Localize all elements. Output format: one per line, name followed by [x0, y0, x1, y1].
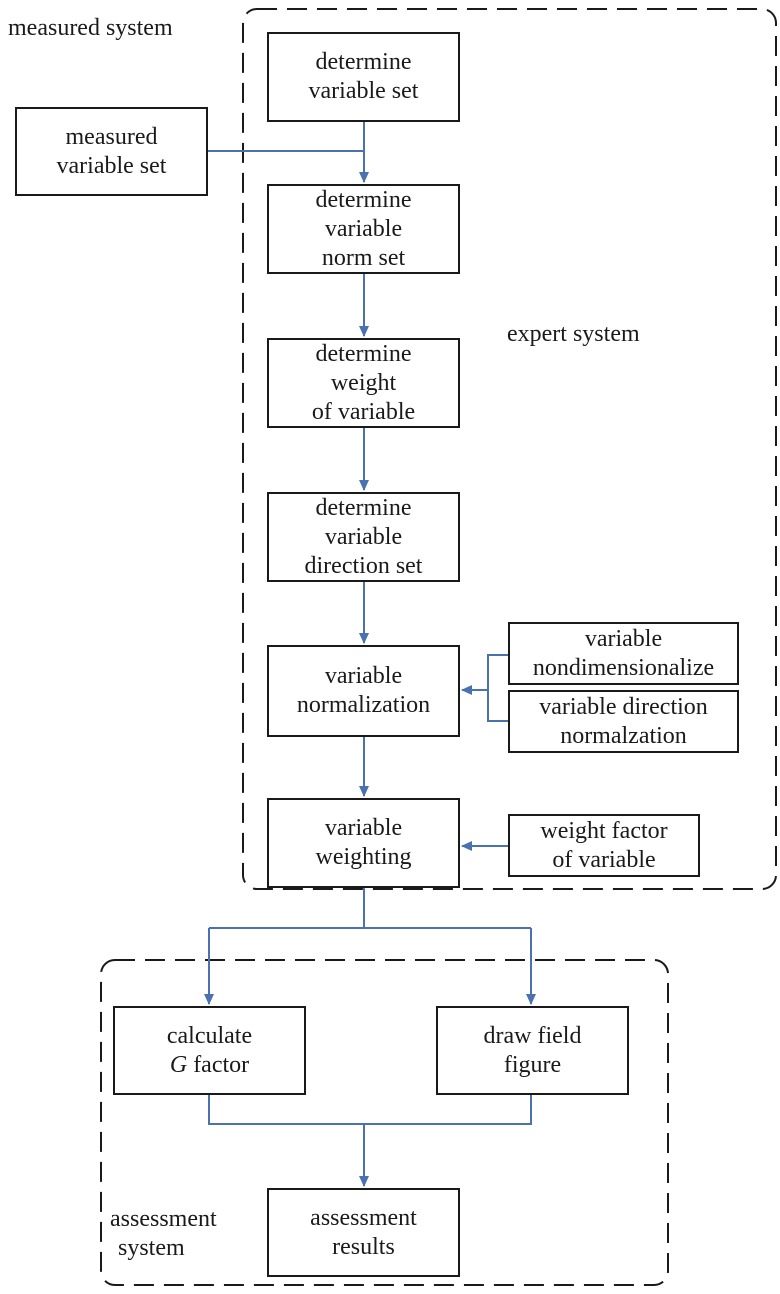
box-text-line: calculate	[166, 1022, 253, 1049]
box-text-line: nondimensionalize	[532, 654, 715, 681]
box-weight-factor-of-variable: weight factor of variable	[508, 814, 700, 877]
expert-system-group-border	[242, 8, 777, 890]
box-calculate-g-factor: calculate G factor	[113, 1006, 306, 1095]
box-variable-normalization: variable normalization	[267, 645, 460, 737]
box-text-line: variable	[584, 625, 663, 652]
box-determine-variable-norm-set: determine variable norm set	[267, 184, 460, 274]
box-text-line: variable	[324, 523, 403, 550]
group-label-assessment-line1: assessment	[110, 1206, 217, 1232]
box-text-line: weighting	[315, 844, 412, 870]
box-text-line: variable direction	[539, 693, 708, 720]
box-text-line: norm set	[321, 244, 406, 271]
box-variable-direction-normalzation: variable direction normalzation	[508, 690, 739, 753]
box-text-line: weight	[330, 369, 397, 396]
box-text-line: variable set	[308, 78, 419, 104]
box-variable-weighting: variable weighting	[267, 798, 460, 888]
connector-weighting-split	[209, 888, 531, 929]
box-text-line: variable	[324, 815, 403, 841]
box-text-line: of variable	[552, 846, 656, 873]
box-text-line: G factor	[170, 1051, 249, 1080]
box-text-line: determine	[315, 186, 412, 213]
box-determine-variable-set: determine variable set	[267, 32, 460, 122]
box-text-line: figure	[503, 1051, 562, 1078]
box-determine-variable-direction-set: determine variable direction set	[267, 492, 460, 582]
box-text-line: determine	[315, 494, 412, 521]
box-text-line: variable	[324, 215, 403, 242]
box-text-line: weight factor	[540, 817, 668, 844]
box-text-line: normalization	[296, 692, 431, 718]
group-label-assessment-line2: system	[118, 1235, 185, 1261]
box-draw-field-figure: draw field figure	[436, 1006, 629, 1095]
box-text-line: variable	[324, 663, 403, 689]
box-text-line: variable set	[56, 152, 167, 179]
box-assessment-results: assessment results	[267, 1188, 460, 1277]
connector-merge	[208, 1095, 532, 1186]
box-text-line: determine	[315, 340, 412, 367]
group-label-measured-system: measured system	[8, 15, 173, 41]
assessment-system-group-border	[100, 959, 669, 1286]
box-measured-variable-set: measured variable set	[15, 107, 208, 196]
group-label-expert-system: expert system	[507, 321, 640, 347]
box-text-line: draw field	[483, 1022, 582, 1049]
box-determine-weight-of-variable: determine weight of variable	[267, 338, 460, 428]
bracket-normalization-inputs	[487, 654, 508, 722]
box-text-line: measured	[65, 123, 158, 150]
group-label-assessment-system: assessment system	[110, 1205, 217, 1263]
box-text-line: normalzation	[560, 722, 687, 749]
box-variable-nondimensionalize: variable nondimensionalize	[508, 622, 739, 685]
box-text-line: determine	[315, 49, 412, 75]
g-symbol: G	[169, 1051, 188, 1078]
box-text-line: assessment	[310, 1204, 417, 1231]
box-text-line: direction set	[304, 552, 423, 579]
box-text-line: results	[332, 1233, 395, 1260]
box-text-line: of variable	[311, 398, 416, 425]
g-factor-rest: factor	[187, 1051, 250, 1078]
